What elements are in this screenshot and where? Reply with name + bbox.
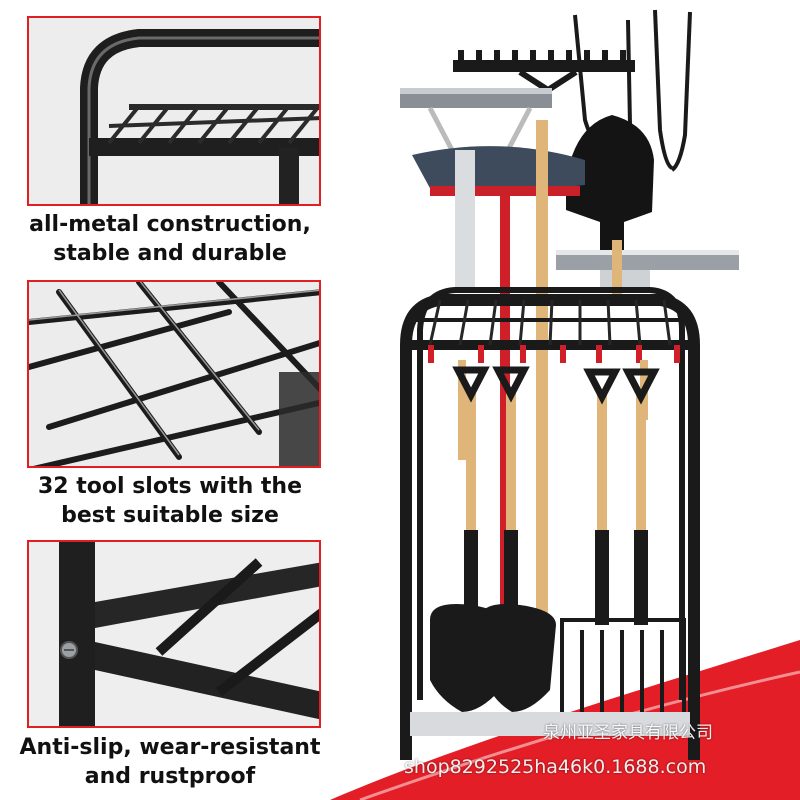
feature-1-line1: all-metal construction,: [29, 212, 311, 237]
feature-2-line2: best suitable size: [61, 503, 279, 528]
feature-3-line2: and rustproof: [84, 764, 256, 789]
rake: [453, 50, 635, 94]
detail-image-tool-slots: [27, 280, 321, 468]
feature-caption-2: 32 tool slots with the best suitable siz…: [0, 472, 340, 530]
feature-caption-1: all-metal construction, stable and durab…: [0, 210, 340, 268]
watermark-company: 泉州亚圣家具有限公司: [543, 723, 713, 743]
digging-fork: [560, 618, 686, 722]
feature-2-line1: 32 tool slots with the: [37, 474, 303, 499]
product-image-tool-rack: [400, 9, 739, 760]
feature-caption-3: Anti-slip, wear-resistant and rustproof: [0, 733, 340, 791]
spade-shovel: [566, 115, 654, 250]
detail-image-anti-slip: [27, 540, 321, 728]
feature-3-line1: Anti-slip, wear-resistant: [19, 735, 321, 760]
watermark-shop-url: shop8292525ha46k0.1688.com: [404, 756, 707, 778]
broom: [412, 146, 585, 616]
feature-1-line2: stable and durable: [53, 241, 287, 266]
detail-image-construction: [27, 16, 321, 206]
squeegee: [400, 88, 552, 152]
shovels: [430, 360, 660, 712]
floor-squeegee: [556, 250, 739, 290]
